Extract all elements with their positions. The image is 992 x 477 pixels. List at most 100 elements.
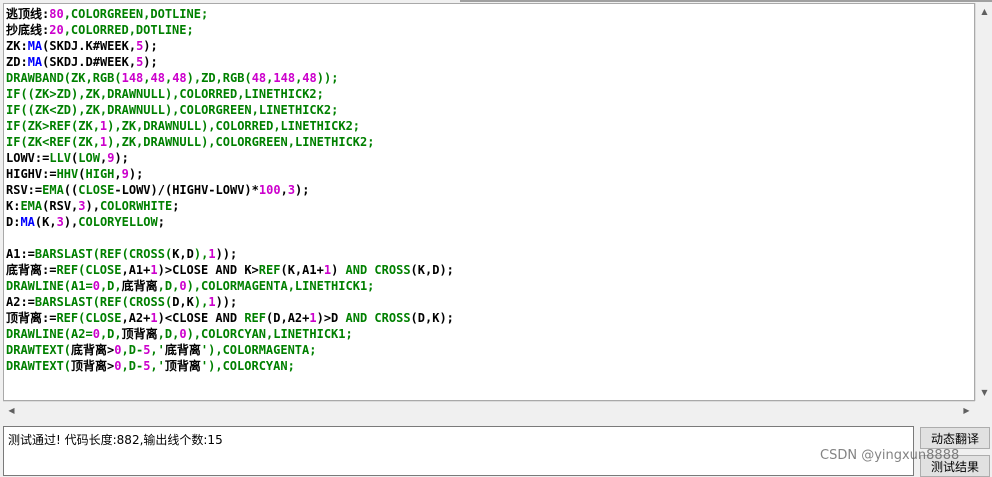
code-line: DRAWLINE(A1=0,D,底背离,D,0),COLORMAGENTA,LI… bbox=[6, 278, 974, 294]
code-token: IF(ZK>REF(ZK, bbox=[6, 119, 100, 133]
code-token: 5 bbox=[136, 55, 144, 69]
code-token: IF((ZK<ZD),ZK,DRAWNULL),COLORGREEN,LINET… bbox=[6, 103, 339, 117]
code-token: ), bbox=[193, 295, 209, 309]
code-token: ),ZD,RGB( bbox=[186, 71, 252, 85]
code-token: 1 bbox=[309, 311, 317, 325]
code-token: IF(ZK<REF(ZK, bbox=[6, 135, 100, 149]
code-token: )); bbox=[316, 71, 339, 85]
code-token: (D,K); bbox=[410, 311, 454, 325]
code-line: ZD:MA(SKDJ.D#WEEK,5); bbox=[6, 54, 974, 70]
code-token: ); bbox=[295, 183, 310, 197]
code-token: COLORYELLOW bbox=[78, 215, 158, 229]
code-token: ; bbox=[172, 199, 180, 213]
code-token: HHV bbox=[56, 167, 79, 181]
code-token: '),COLORCYAN; bbox=[200, 359, 295, 373]
code-line: 顶背离:=REF(CLOSE,A2+1)<CLOSE AND REF(D,A2+… bbox=[6, 310, 974, 326]
code-token: 0 bbox=[179, 279, 187, 293]
code-token: , bbox=[99, 151, 108, 165]
code-line: K:EMA(RSV,3),COLORWHITE; bbox=[6, 198, 974, 214]
code-token: ) bbox=[331, 263, 346, 277]
formula-code-editor[interactable]: 逃顶线:80,COLORGREEN,DOTLINE;抄底线:20,COLORRE… bbox=[3, 3, 975, 401]
code-token: (SKDJ.D#WEEK, bbox=[42, 55, 137, 69]
code-token: ); bbox=[143, 55, 158, 69]
code-token: ),COLORCYAN,LINETHICK1; bbox=[186, 327, 353, 341]
code-token: ,' bbox=[150, 359, 165, 373]
code-token: ); bbox=[114, 151, 129, 165]
code-token: 20 bbox=[49, 23, 64, 37]
code-line: 抄底线:20,COLORRED,DOTLINE; bbox=[6, 22, 974, 38]
code-token: , bbox=[280, 183, 288, 197]
code-line: IF(ZK>REF(ZK,1),ZK,DRAWNULL),COLORRED,LI… bbox=[6, 118, 974, 134]
code-token: 9 bbox=[107, 151, 115, 165]
code-token: ,D, bbox=[157, 327, 180, 341]
code-token: 80 bbox=[49, 7, 64, 21]
vertical-scrollbar[interactable]: ▲ ▼ bbox=[975, 3, 992, 401]
scrollbar-corner bbox=[975, 401, 992, 418]
code-token: 0 bbox=[114, 359, 122, 373]
code-token: , bbox=[164, 71, 173, 85]
code-token: AND CROSS bbox=[345, 311, 411, 325]
code-token: 48 bbox=[302, 71, 317, 85]
code-token: )>CLOSE AND K> bbox=[157, 263, 259, 277]
code-token: IF((ZK>ZD),ZK,DRAWNULL),COLORRED,LINETHI… bbox=[6, 87, 324, 101]
code-token: ,A2+ bbox=[121, 311, 151, 325]
code-token: 48 bbox=[251, 71, 267, 85]
dynamic-translate-button[interactable]: 动态翻译 bbox=[920, 427, 990, 449]
code-line: DRAWTEXT(底背离>0,D-5,'底背离'),COLORMAGENTA; bbox=[6, 342, 974, 358]
code-line: IF(ZK<REF(ZK,1),ZK,DRAWNULL),COLORGREEN,… bbox=[6, 134, 974, 150]
code-line: DRAWTEXT(顶背离>0,D-5,'顶背离'),COLORCYAN; bbox=[6, 358, 974, 374]
code-token: ZD: bbox=[6, 55, 28, 69]
code-token: ,D, bbox=[99, 279, 122, 293]
code-token: (( bbox=[63, 183, 79, 197]
code-token: ,D- bbox=[121, 359, 144, 373]
scroll-left-icon[interactable]: ◀ bbox=[8, 406, 15, 415]
code-line: HIGHV:=HHV(HIGH,9); bbox=[6, 166, 974, 182]
code-token: HIGH bbox=[85, 167, 115, 181]
code-token: )); bbox=[215, 295, 238, 309]
code-token: (K, bbox=[34, 215, 57, 229]
code-token: REF bbox=[258, 263, 281, 277]
code-token: 0 bbox=[92, 327, 100, 341]
code-line: 底背离:=REF(CLOSE,A1+1)>CLOSE AND K>REF(K,A… bbox=[6, 262, 974, 278]
code-token: DRAWTEXT( bbox=[6, 359, 72, 373]
horizontal-scrollbar[interactable]: ◀ ▶ bbox=[3, 401, 975, 418]
code-token: REF(CLOSE bbox=[56, 311, 122, 325]
code-token: 1 bbox=[99, 119, 108, 133]
code-token: (SKDJ.K#WEEK, bbox=[42, 39, 137, 53]
code-token: 底背离 bbox=[164, 343, 201, 357]
code-token: DRAWBAND(ZK,RGB( bbox=[6, 71, 122, 85]
code-token: ( bbox=[78, 167, 86, 181]
scroll-down-icon[interactable]: ▼ bbox=[981, 388, 988, 397]
code-token: 48 bbox=[172, 71, 187, 85]
code-token: 5 bbox=[143, 359, 151, 373]
code-token: 1 bbox=[150, 311, 158, 325]
code-token: 48 bbox=[150, 71, 165, 85]
code-token: (RSV, bbox=[42, 199, 79, 213]
code-line: 逃顶线:80,COLORGREEN,DOTLINE; bbox=[6, 6, 974, 22]
code-token: ), bbox=[193, 247, 209, 261]
code-token: MA bbox=[27, 39, 43, 53]
code-token: 逃顶线: bbox=[6, 7, 50, 21]
code-line: RSV:=EMA((CLOSE-LOWV)/(HIGHV-LOWV)*100,3… bbox=[6, 182, 974, 198]
scroll-up-icon[interactable]: ▲ bbox=[981, 7, 988, 16]
code-token: ,D- bbox=[121, 343, 144, 357]
code-token: )<CLOSE AND bbox=[157, 311, 245, 325]
scroll-right-icon[interactable]: ▶ bbox=[963, 406, 970, 415]
code-token: , bbox=[295, 71, 303, 85]
test-status-message: 测试通过! 代码长度:882,输出线个数:15 bbox=[8, 433, 223, 447]
code-token: (K,A1+ bbox=[280, 263, 324, 277]
code-token: 0 bbox=[114, 343, 122, 357]
code-line bbox=[6, 230, 974, 246]
code-token: ; bbox=[157, 215, 165, 229]
code-line: ZK:MA(SKDJ.K#WEEK,5); bbox=[6, 38, 974, 54]
code-line: A2:=BARSLAST(REF(CROSS(D,K),1)); bbox=[6, 294, 974, 310]
code-token: )>D bbox=[316, 311, 346, 325]
code-token: ZK: bbox=[6, 39, 28, 53]
code-line: D:MA(K,3),COLORYELLOW; bbox=[6, 214, 974, 230]
code-token: 1 bbox=[150, 263, 158, 277]
code-token: BARSLAST(REF(CROSS( bbox=[34, 247, 173, 261]
code-token: 抄底线: bbox=[6, 23, 50, 37]
code-line: DRAWBAND(ZK,RGB(148,48,48),ZD,RGB(48,148… bbox=[6, 70, 974, 86]
code-token: 5 bbox=[136, 39, 144, 53]
code-token: )); bbox=[215, 247, 238, 261]
